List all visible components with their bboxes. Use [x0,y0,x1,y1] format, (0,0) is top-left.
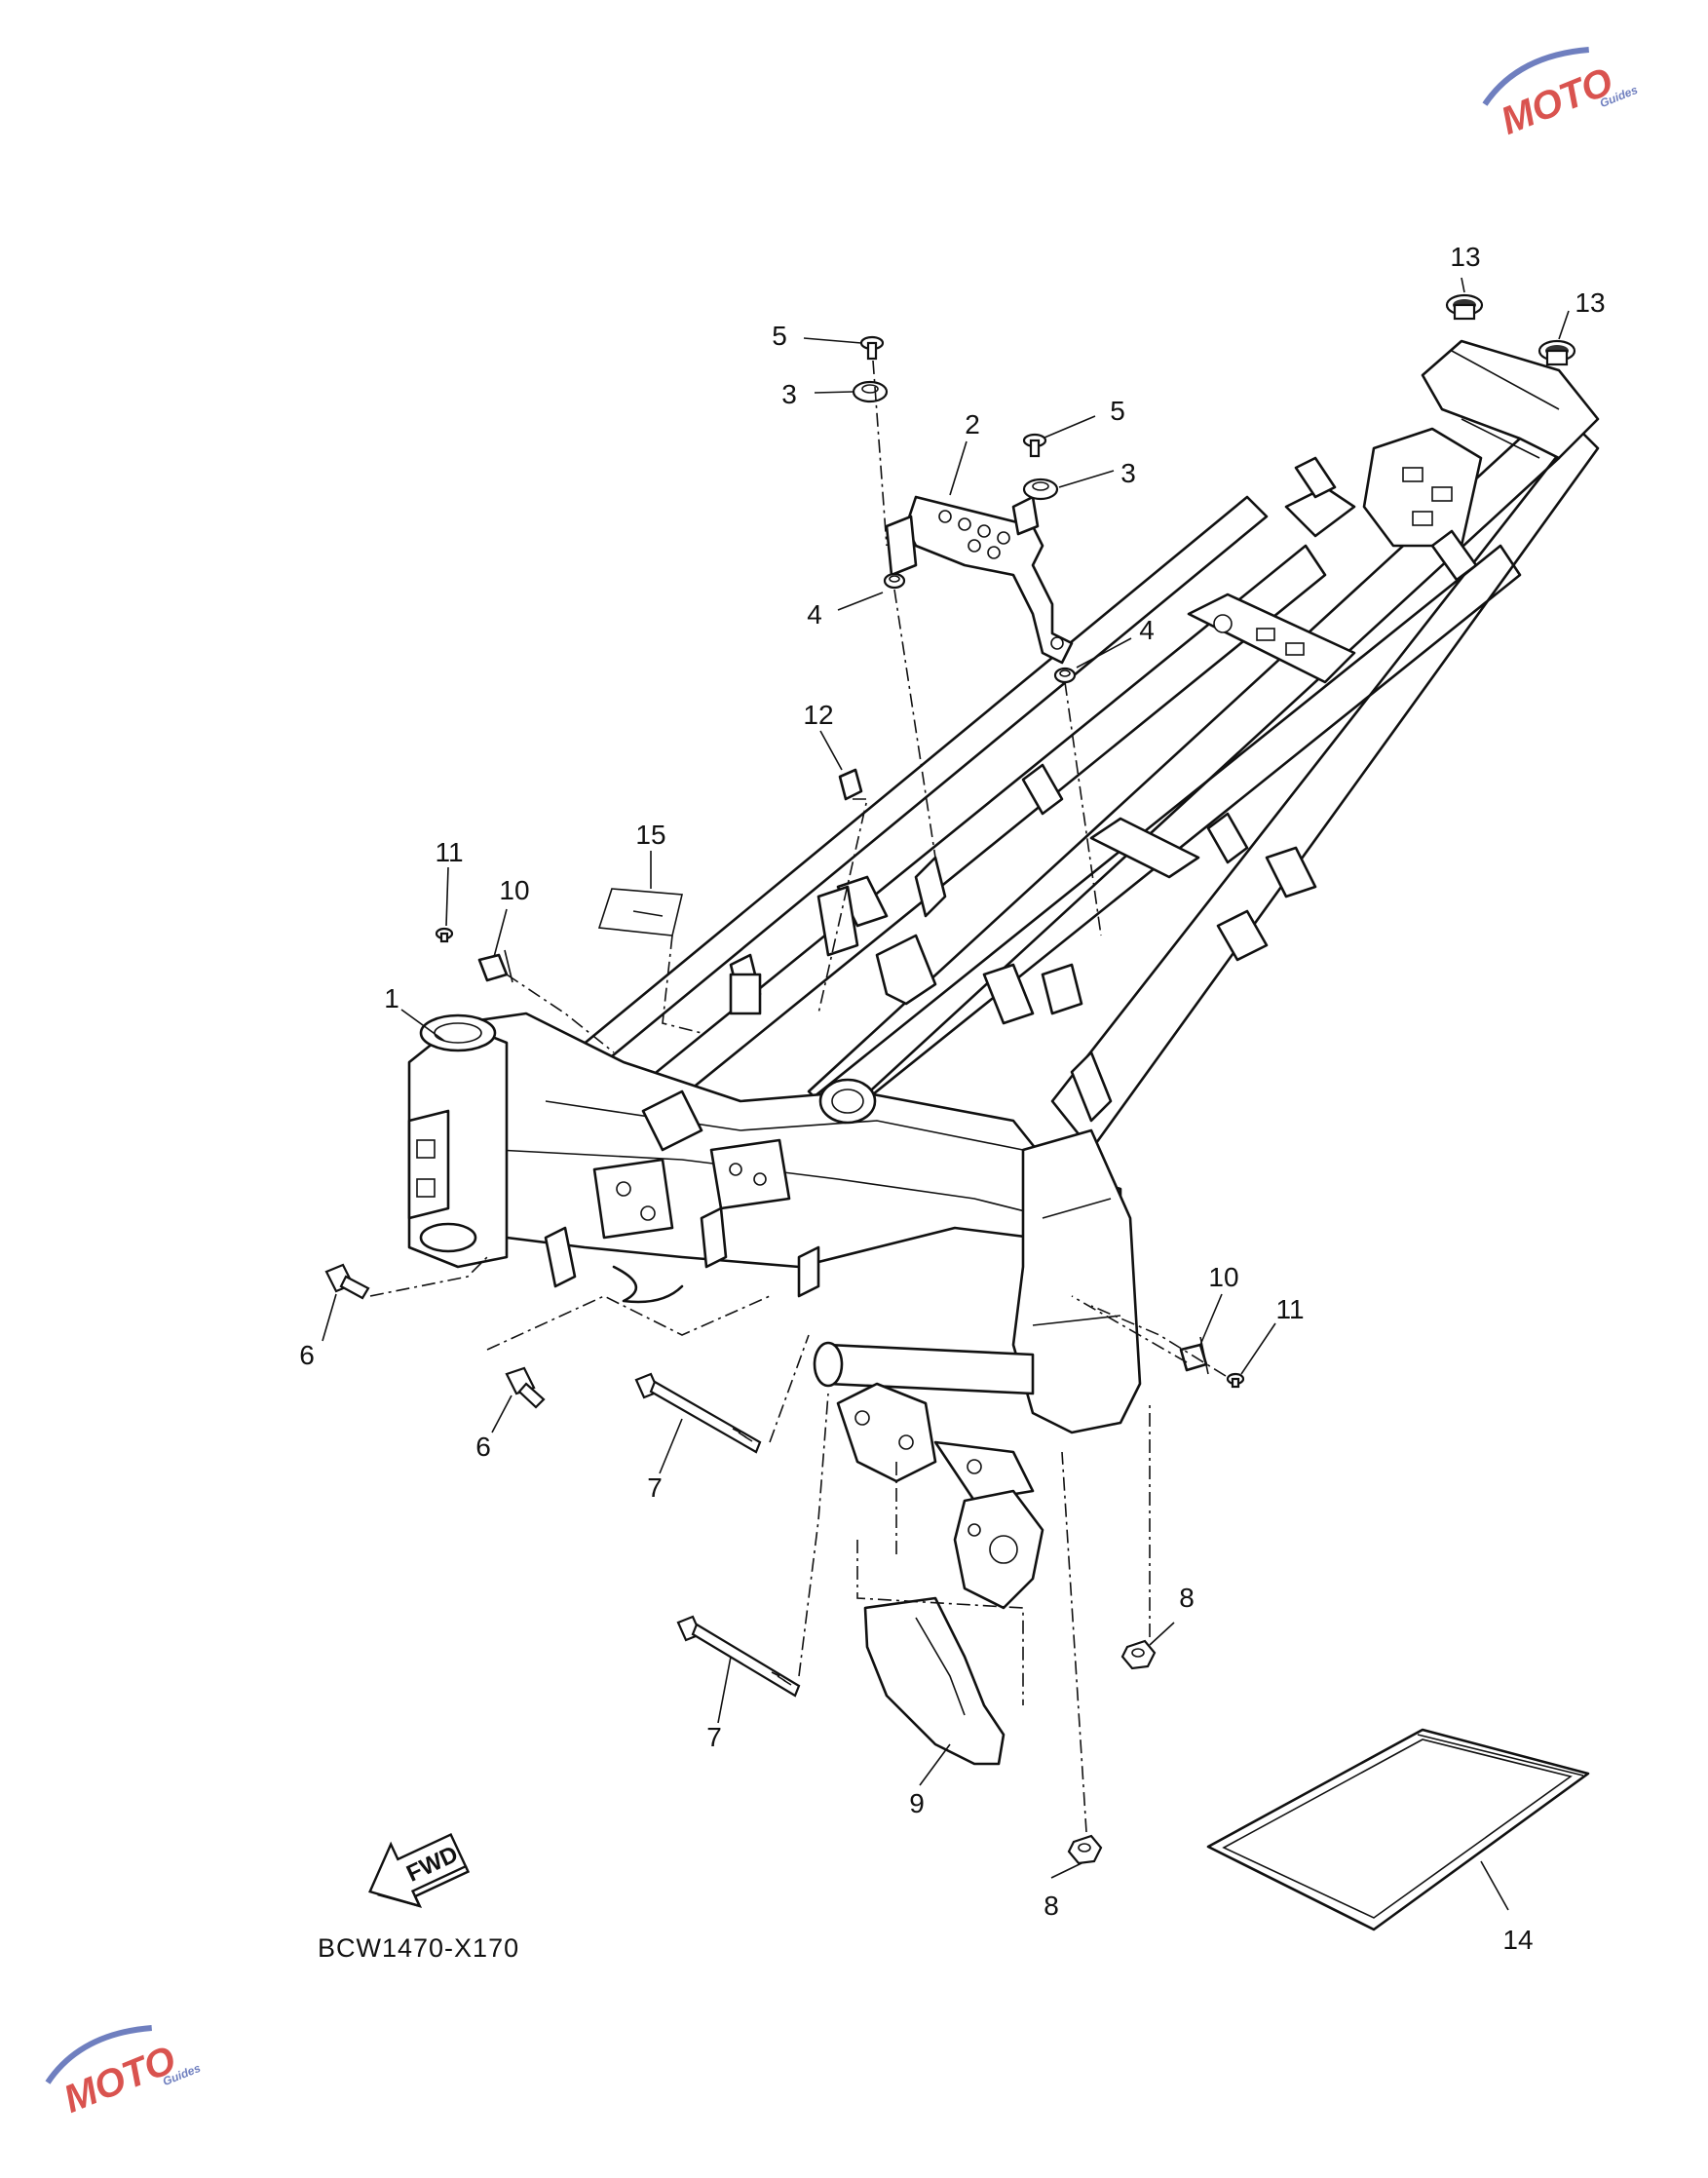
callout-13-right: 13 [1575,287,1605,318]
callout-13-left: 13 [1450,242,1480,272]
callout-6-upper: 6 [299,1340,315,1370]
callout-11-left: 11 [435,837,463,867]
clip-12 [838,768,863,801]
callout-9: 9 [909,1788,925,1818]
callout-14: 14 [1502,1925,1533,1955]
clamp-10-right [1179,1336,1209,1375]
nut-8-lower [1067,1834,1103,1865]
callout-1: 1 [384,983,399,1013]
plate-9 [863,1596,1006,1766]
callout-5-left: 5 [772,321,787,351]
long-bolt-7-lower [676,1615,801,1698]
callout-15: 15 [635,820,665,850]
callout-3-right: 3 [1120,458,1136,488]
damper-13-right [1537,339,1576,366]
collar-4-right [1053,667,1077,684]
bolt-6-lower [505,1366,546,1409]
callouts: 1 2 3 3 4 4 5 5 6 6 7 7 8 8 9 10 10 11 1… [299,242,1605,1955]
screw-11-left [435,927,454,943]
collar-4-left [883,572,906,590]
damper-13-left [1445,293,1484,321]
long-bolt-7-upper [634,1372,762,1454]
bolt-5-left [859,335,885,361]
bolt-6-upper [324,1263,370,1300]
callout-2: 2 [965,409,980,439]
callout-4-right: 4 [1139,615,1155,645]
diagram-code: BCW1470-X170 [318,1933,519,1963]
callout-10-left: 10 [499,875,529,905]
watermark-logo-top: MOTO Guides [1482,46,1640,143]
callout-7-lower: 7 [706,1722,722,1752]
main-frame [407,339,1600,1610]
clamp-10-left [477,949,513,983]
callout-6-lower: 6 [475,1432,491,1462]
screw-11-right [1226,1372,1245,1389]
callout-8-lower: 8 [1044,1891,1059,1921]
callout-4-left: 4 [807,599,822,630]
bracket-part-2 [885,495,1074,665]
callout-11-right: 11 [1275,1294,1304,1324]
grommet-3-right [1022,478,1059,501]
grommet-3-left [852,380,889,403]
callout-8-upper: 8 [1179,1583,1195,1613]
nut-8-upper [1120,1639,1157,1670]
watermark-logo-bottom: MOTO Guides [45,2024,203,2121]
assembly-guides [369,360,1227,1833]
label-15 [597,888,683,936]
fwd-arrow: FWD [368,1832,471,1908]
bolt-5-right [1022,433,1047,458]
sheet-14 [1206,1728,1590,1931]
callout-5-right: 5 [1110,396,1125,426]
leader-lines [322,277,1570,1911]
callout-12: 12 [803,700,833,730]
callout-3-left: 3 [781,379,797,409]
callout-10-right: 10 [1208,1262,1238,1292]
callout-7-upper: 7 [647,1472,663,1503]
